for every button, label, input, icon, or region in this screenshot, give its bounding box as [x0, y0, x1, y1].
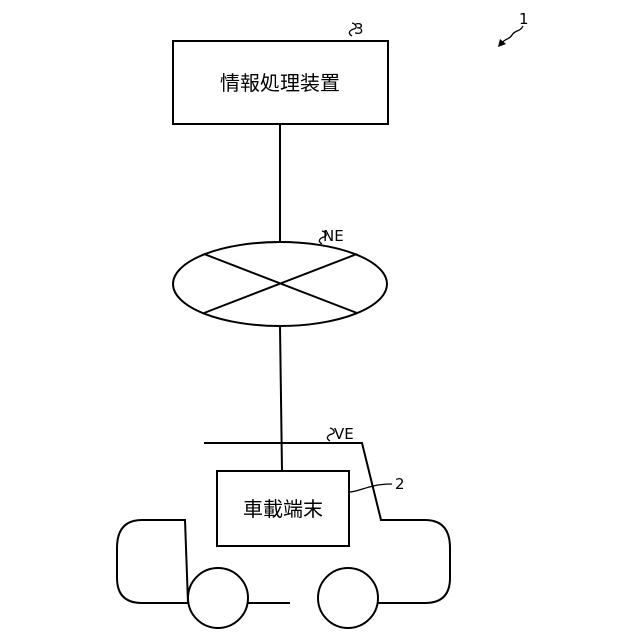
network-ref-label: NE — [323, 227, 344, 245]
vehicle-front-wheel — [188, 568, 248, 628]
network-node: NE — [173, 227, 387, 326]
system-ref-leader — [501, 26, 523, 44]
system-reference: 1 — [498, 10, 529, 47]
terminal-label: 車載端末 — [243, 497, 323, 521]
server-ref-label: 3 — [354, 20, 364, 38]
terminal-node: 車載端末 2 — [217, 471, 405, 546]
network-terminal-link — [280, 326, 282, 471]
vehicle-rear-wheel — [318, 568, 378, 628]
vehicle-ref-label: VE — [334, 425, 354, 443]
server-node: 情報処理装置 3 — [173, 20, 388, 124]
terminal-ref-leader — [349, 484, 392, 492]
server-label: 情報処理装置 — [220, 71, 340, 95]
terminal-ref-label: 2 — [395, 475, 405, 493]
system-ref-label: 1 — [519, 10, 529, 28]
